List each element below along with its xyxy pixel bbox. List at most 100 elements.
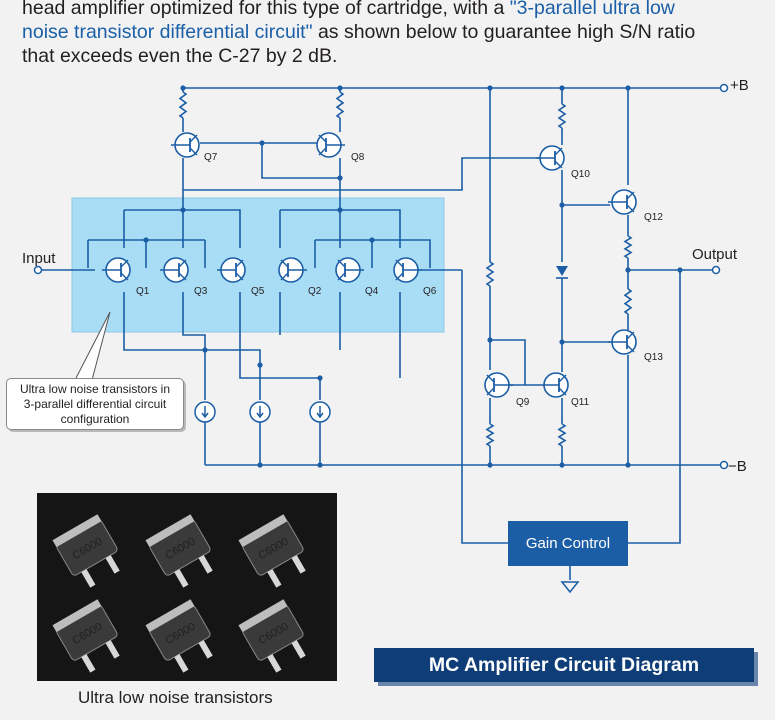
transistor-q7-emitter — [189, 147, 198, 156]
transistor-q6 — [393, 257, 422, 283]
wire — [461, 270, 508, 544]
chip-tab — [238, 599, 288, 633]
junction-dot — [625, 267, 631, 273]
wire — [123, 292, 261, 365]
intro-paragraph: head amplifier optimized for this type o… — [22, 0, 762, 68]
wire — [623, 235, 633, 259]
diagram-title-text: MC Amplifier Circuit Diagram — [428, 653, 700, 676]
intro-line2-highlight: noise transistor differential circuit" — [22, 21, 313, 43]
callout-line2: 3-parallel differential circuit — [23, 397, 167, 411]
current-source-1 — [194, 401, 216, 423]
q11-label: Q11 — [571, 397, 590, 408]
transistor-q3-collector — [178, 259, 187, 268]
junction-dot — [559, 85, 565, 91]
junction-dot — [337, 85, 343, 91]
chip-tab — [145, 599, 195, 633]
q5-label: Q5 — [251, 286, 265, 297]
chip-lead — [198, 640, 213, 659]
differential-pair-highlight — [71, 197, 445, 333]
transistor-q4-emitter — [337, 272, 346, 281]
transistor-q10 — [536, 145, 565, 171]
wire — [183, 157, 540, 191]
transistor-q13-emitter — [626, 344, 635, 353]
wire — [623, 288, 633, 315]
current-source-2 — [249, 401, 271, 423]
wire — [490, 339, 526, 385]
junction-dot — [369, 237, 375, 243]
q3-label: Q3 — [194, 286, 208, 297]
transistor-q6-collector — [395, 259, 404, 268]
transistor-q1-emitter — [120, 272, 129, 281]
callout-pointer — [74, 311, 111, 381]
transistor-q12-collector — [626, 191, 635, 200]
callout-box: Ultra low noise transistors in 3-paralle… — [6, 378, 184, 430]
neg-supply-terminal — [719, 460, 729, 470]
chip-lead — [81, 654, 96, 673]
transistor-q1 — [102, 257, 131, 283]
transistor-chip: C6000 — [52, 599, 120, 673]
junction-dot — [259, 140, 265, 146]
chip-lead — [105, 555, 120, 574]
transistor-q8-collector — [318, 134, 327, 143]
junction-dot — [487, 462, 493, 468]
chip-lead — [174, 654, 189, 673]
pos-supply-terminal — [719, 83, 729, 93]
chip-tab — [238, 514, 288, 548]
wire — [182, 292, 206, 400]
neg-supply-label: −B — [728, 458, 747, 475]
wire — [239, 292, 321, 400]
pos-supply-label: +B — [730, 77, 749, 94]
junction-dot — [257, 362, 263, 368]
transistor-q12-emitter — [626, 204, 635, 213]
diagram-title: MC Amplifier Circuit Diagram — [374, 648, 754, 682]
q8-label: Q8 — [351, 152, 365, 163]
q12-label: Q12 — [644, 212, 663, 223]
chip-tab — [52, 514, 102, 548]
photo-caption: Ultra low noise transistors — [78, 688, 273, 707]
junction-dot — [180, 85, 186, 91]
q9-label: Q9 — [516, 397, 530, 408]
chip-lead — [291, 555, 306, 574]
transistor-chip: C6000 — [145, 599, 213, 673]
chip-tab — [145, 514, 195, 548]
input-terminal — [33, 265, 43, 275]
chip-lead — [174, 569, 189, 588]
chip-lead — [81, 569, 96, 588]
q6-label: Q6 — [423, 286, 437, 297]
output-label: Output — [692, 246, 738, 263]
junction-dot — [337, 207, 343, 213]
transistor-q3 — [160, 257, 189, 283]
transistor-q13-collector — [626, 331, 635, 340]
q7-label: Q7 — [204, 152, 218, 163]
transistor-q8 — [316, 132, 345, 158]
q10-label: Q10 — [571, 169, 590, 180]
transistor-q11-emitter — [558, 387, 567, 396]
chip-lead — [198, 555, 213, 574]
junction-dot — [487, 85, 493, 91]
junction-dot — [180, 207, 186, 213]
transistor-q5-emitter — [235, 272, 244, 281]
q4-label: Q4 — [365, 286, 379, 297]
transistor-q5-collector — [235, 259, 244, 268]
intro-line1-text: head amplifier optimized for this type o… — [22, 0, 510, 19]
transistor-chip: C6000 — [238, 599, 306, 673]
transistor-q2 — [278, 257, 307, 283]
transistor-q7 — [171, 132, 200, 158]
gain-control-label: Gain Control — [525, 535, 611, 552]
intro-line3-text: that exceeds even the C-27 by 2 dB. — [22, 45, 338, 67]
wire — [280, 209, 401, 248]
wire — [485, 423, 495, 447]
ground-symbol — [560, 581, 580, 594]
wire — [557, 103, 567, 129]
transistor-q6-emitter — [395, 272, 404, 281]
junction-dot — [317, 462, 323, 468]
transistor-chip: C6000 — [238, 514, 306, 588]
q13-label: Q13 — [644, 352, 663, 363]
intro-line2-text: as shown below to guarantee high S/N rat… — [312, 21, 696, 43]
transistor-q10-collector — [554, 147, 563, 156]
wire — [124, 209, 241, 248]
junction-dot — [257, 462, 263, 468]
junction-dot — [559, 202, 565, 208]
